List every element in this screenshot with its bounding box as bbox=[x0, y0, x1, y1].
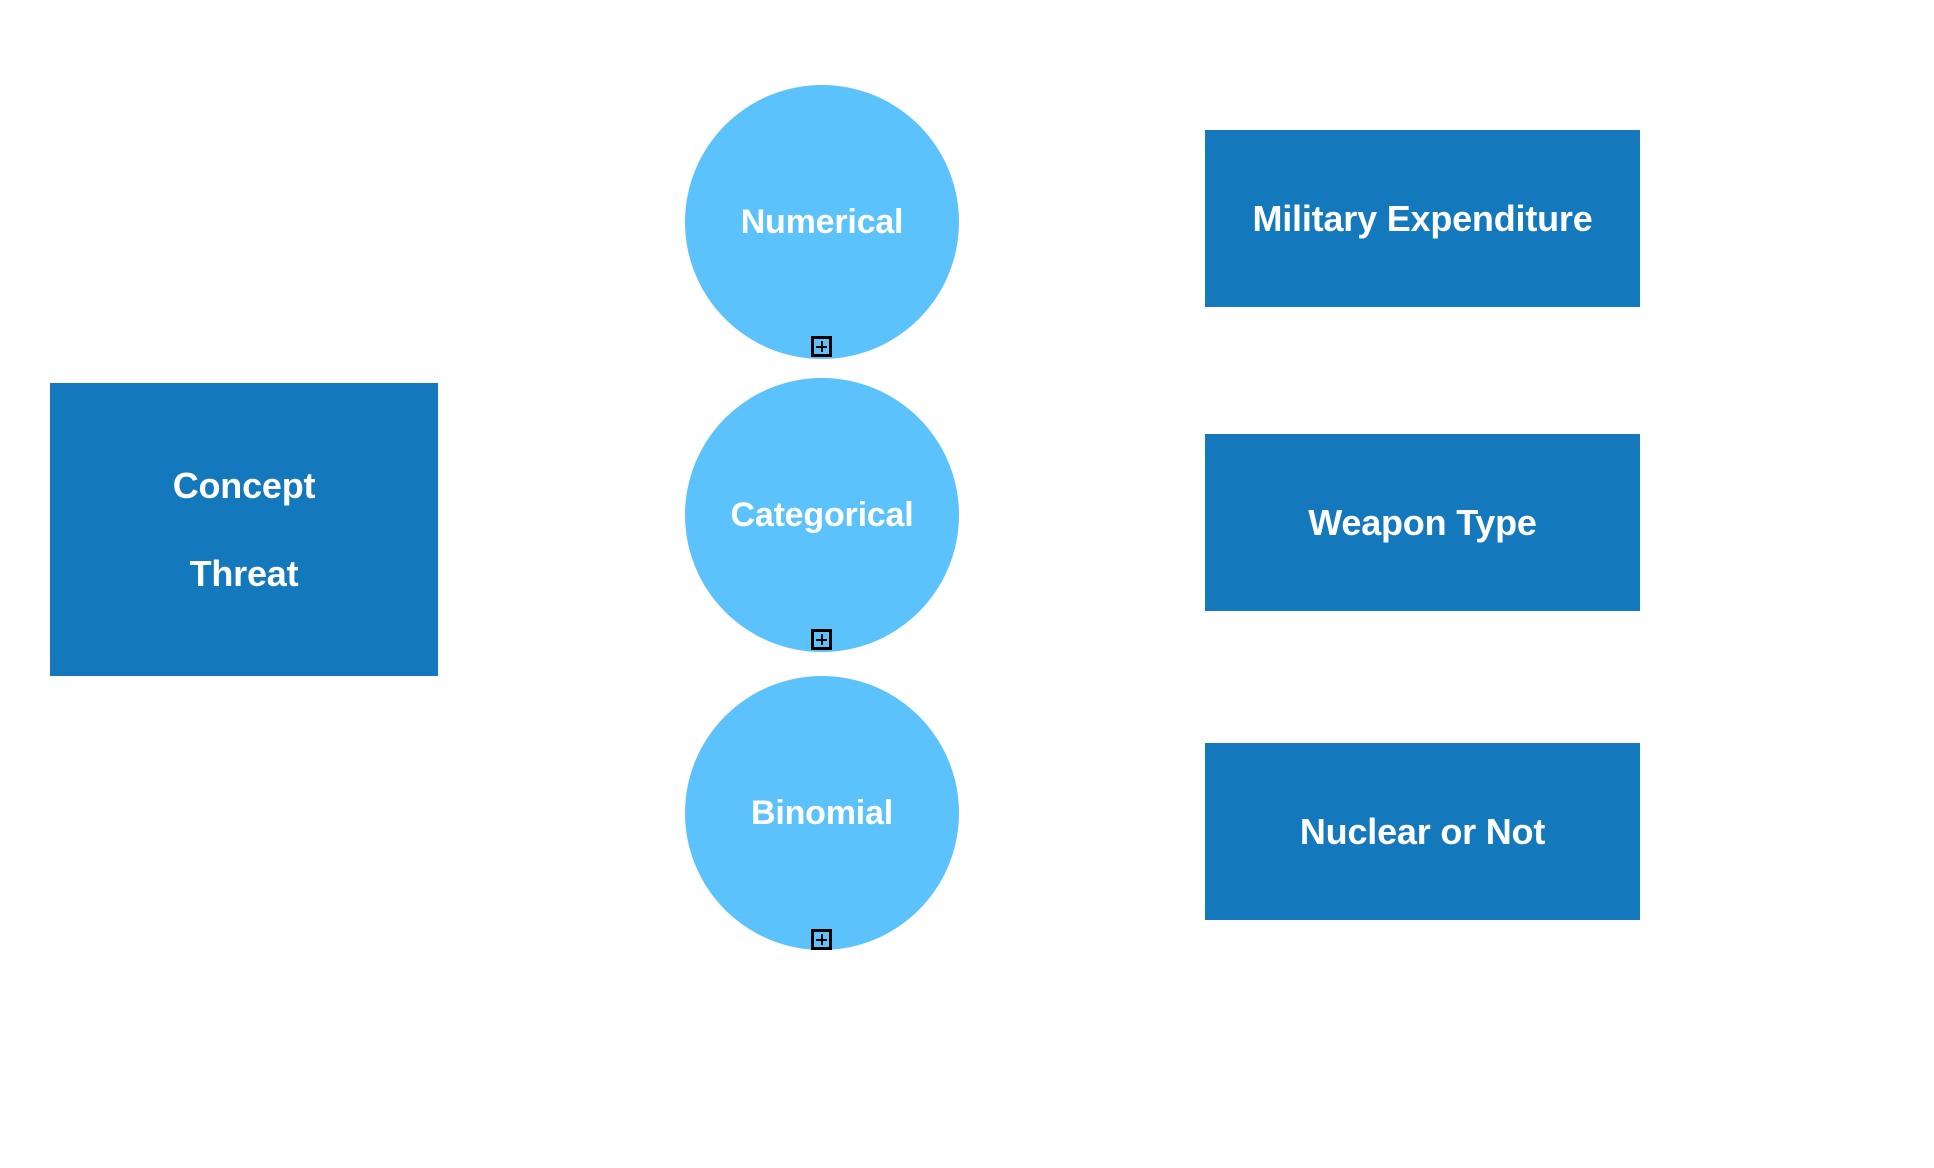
attribute-node-weapon-type-label: Weapon Type bbox=[1308, 501, 1537, 543]
concept-node[interactable]: Concept Threat bbox=[50, 383, 438, 676]
type-node-numerical-label: Numerical bbox=[740, 202, 904, 241]
attribute-node-nuclear-or-not-label: Nuclear or Not bbox=[1299, 810, 1546, 852]
attribute-node-military-expenditure-label: Military Expenditure bbox=[1252, 197, 1593, 239]
plus-box-icon-binomial[interactable] bbox=[811, 929, 832, 950]
type-node-binomial-label: Binomial bbox=[751, 793, 893, 832]
attribute-node-weapon-type[interactable]: Weapon Type bbox=[1205, 434, 1640, 611]
type-node-categorical[interactable]: Categorical bbox=[685, 378, 959, 652]
concept-name-label: Threat bbox=[189, 552, 299, 594]
type-node-categorical-label: Categorical bbox=[730, 495, 914, 534]
type-node-binomial[interactable]: Binomial bbox=[685, 676, 959, 950]
attribute-node-nuclear-or-not[interactable]: Nuclear or Not bbox=[1205, 743, 1640, 920]
plus-box-icon-numerical[interactable] bbox=[811, 336, 832, 357]
plus-box-icon-categorical[interactable] bbox=[811, 629, 832, 650]
type-node-numerical[interactable]: Numerical bbox=[685, 85, 959, 359]
attribute-node-military-expenditure[interactable]: Military Expenditure bbox=[1205, 130, 1640, 307]
concept-kind-label: Concept bbox=[172, 465, 316, 507]
